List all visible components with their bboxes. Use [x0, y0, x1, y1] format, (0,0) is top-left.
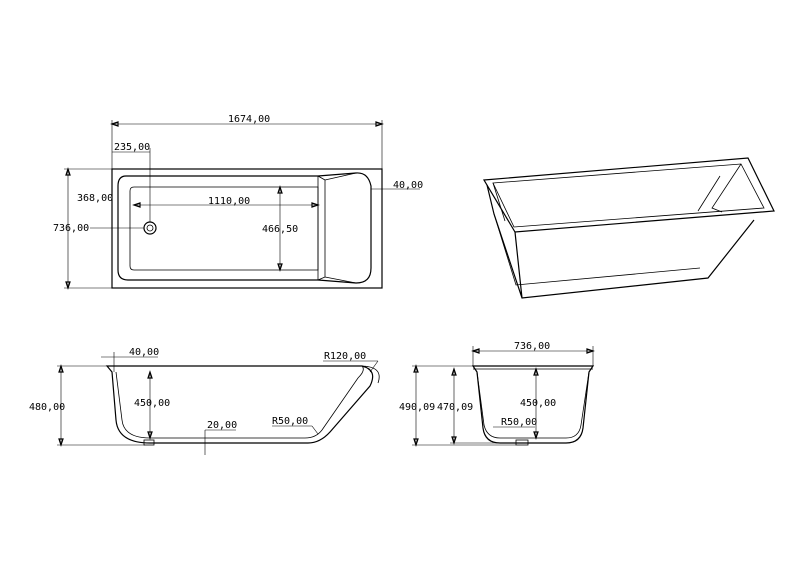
end-dim-width-arrow-right	[586, 348, 595, 354]
side-dim-radius-top-label: R120,00	[324, 351, 366, 362]
side-dim-radius-top-leader-2	[369, 360, 379, 373]
dim-inner-length-arrow-right	[311, 202, 320, 208]
dim-inner-width-label: 466,50	[262, 224, 298, 235]
side-dim-height-arrow-bottom	[58, 438, 64, 447]
iso-body-inner	[493, 213, 701, 286]
dim-width-arrow-bottom	[65, 281, 71, 290]
dim-inner-width-arrow-top	[277, 185, 283, 194]
dim-width-arrow-top	[65, 167, 71, 176]
dim-length-arrow-left	[110, 121, 119, 127]
top-view-slope-lines	[317, 172, 357, 284]
iso-body	[486, 184, 755, 299]
dim-drain-offset-label: 235,00	[114, 142, 150, 153]
end-view-foot	[515, 439, 529, 446]
end-dim-depth-label: 450,00	[520, 398, 556, 409]
end-dim-height-arrow-top	[451, 367, 457, 376]
dim-length-label: 1674,00	[228, 114, 270, 125]
drain-inner-icon	[146, 224, 154, 232]
end-dim-depth-arrow-top	[533, 367, 539, 376]
dim-inner-length-arrow-left	[132, 202, 141, 208]
top-view: 1674,00 235,00 736,00 368,00 1110,00 466…	[53, 114, 423, 290]
top-view-basin-inner	[129, 186, 319, 271]
end-view: 736,00 490,09 470,09 450,00 R50,00	[399, 341, 595, 447]
iso-rim-inner	[492, 163, 765, 228]
top-view-outer-rim	[111, 168, 383, 289]
side-dim-height-arrow-top	[58, 364, 64, 373]
end-dim-depth-arrow-bottom	[533, 431, 539, 440]
side-dim-height-label: 480,00	[29, 402, 65, 413]
side-dim-radius-bottom-leader-2	[311, 425, 319, 435]
end-view-outline	[471, 365, 595, 444]
side-dim-rim-label: 40,00	[129, 347, 159, 358]
iso-rim-outer	[482, 157, 775, 233]
side-dim-depth-arrow-top	[147, 370, 153, 379]
end-dim-width-label: 736,00	[514, 341, 550, 352]
end-dim-radius-bottom-label: R50,00	[501, 417, 537, 428]
side-dim-radius-bottom-label: R50,00	[272, 416, 308, 427]
dim-inner-width-arrow-bottom	[277, 263, 283, 272]
end-dim-height-arrow-bottom	[451, 436, 457, 445]
isometric-view	[482, 157, 775, 299]
side-dim-depth-arrow-bottom	[147, 431, 153, 440]
end-dim-height-total-arrow-bottom	[413, 438, 419, 447]
dim-rim-label: 40,00	[393, 180, 423, 191]
end-dim-height-label: 470,09	[437, 402, 473, 413]
end-dim-width-arrow-left	[471, 348, 480, 354]
dim-length-arrow-right	[375, 121, 384, 127]
side-dim-bottom-label: 20,00	[207, 420, 237, 431]
end-dim-height-total-arrow-top	[413, 364, 419, 373]
side-view-foot	[143, 439, 155, 446]
side-dim-depth-label: 450,00	[134, 398, 170, 409]
side-view: 40,00 R120,00 480,00 450,00 20,00 R50,00	[29, 347, 380, 455]
dim-inner-length-label: 1110,00	[208, 196, 250, 207]
side-view-inner	[115, 365, 364, 439]
end-view-inner	[476, 371, 590, 439]
end-dim-height-total-label: 490,09	[399, 402, 435, 413]
side-view-top-curve	[359, 365, 380, 384]
dim-half-width-label: 368,00	[77, 193, 113, 204]
drain-icon	[143, 221, 157, 235]
iso-basin-back	[492, 163, 742, 222]
side-view-outline	[105, 365, 374, 444]
dim-width-label: 736,00	[53, 223, 89, 234]
